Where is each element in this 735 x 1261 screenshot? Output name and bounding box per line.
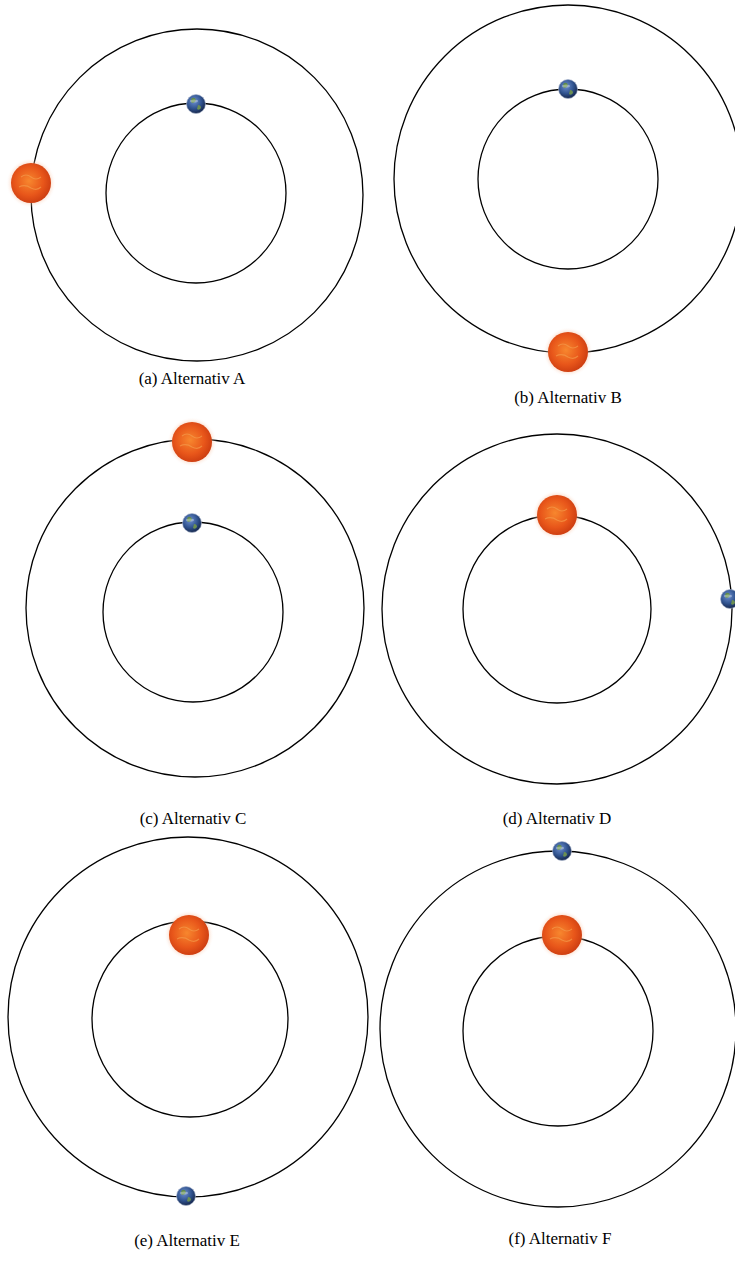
outer-orbit — [26, 439, 364, 777]
sun — [532, 490, 582, 540]
sun — [167, 417, 217, 467]
caption: (c) Alternativ C — [140, 809, 247, 829]
sun — [537, 910, 587, 960]
sun — [543, 327, 593, 377]
earth — [177, 1187, 196, 1206]
sun — [6, 158, 56, 208]
caption: (a) Alternativ A — [139, 369, 246, 389]
caption: (e) Alternativ E — [134, 1231, 240, 1251]
inner-orbit — [478, 89, 658, 269]
outer-orbit — [380, 851, 735, 1207]
caption: (f) Alternativ F — [509, 1229, 612, 1249]
inner-orbit — [463, 936, 653, 1126]
outer-orbit — [394, 5, 735, 353]
outer-orbit — [8, 837, 368, 1197]
caption: (d) Alternativ D — [503, 809, 612, 829]
sun — [164, 910, 214, 960]
outer-orbit — [31, 29, 363, 361]
earth — [553, 842, 572, 861]
inner-orbit — [103, 522, 283, 702]
earth — [721, 590, 735, 609]
inner-orbit — [106, 103, 286, 283]
earth — [187, 95, 206, 114]
inner-orbit — [463, 515, 651, 703]
earth — [183, 514, 202, 533]
caption: (b) Alternativ B — [514, 388, 622, 408]
outer-orbit — [382, 434, 732, 784]
earth — [559, 80, 578, 99]
